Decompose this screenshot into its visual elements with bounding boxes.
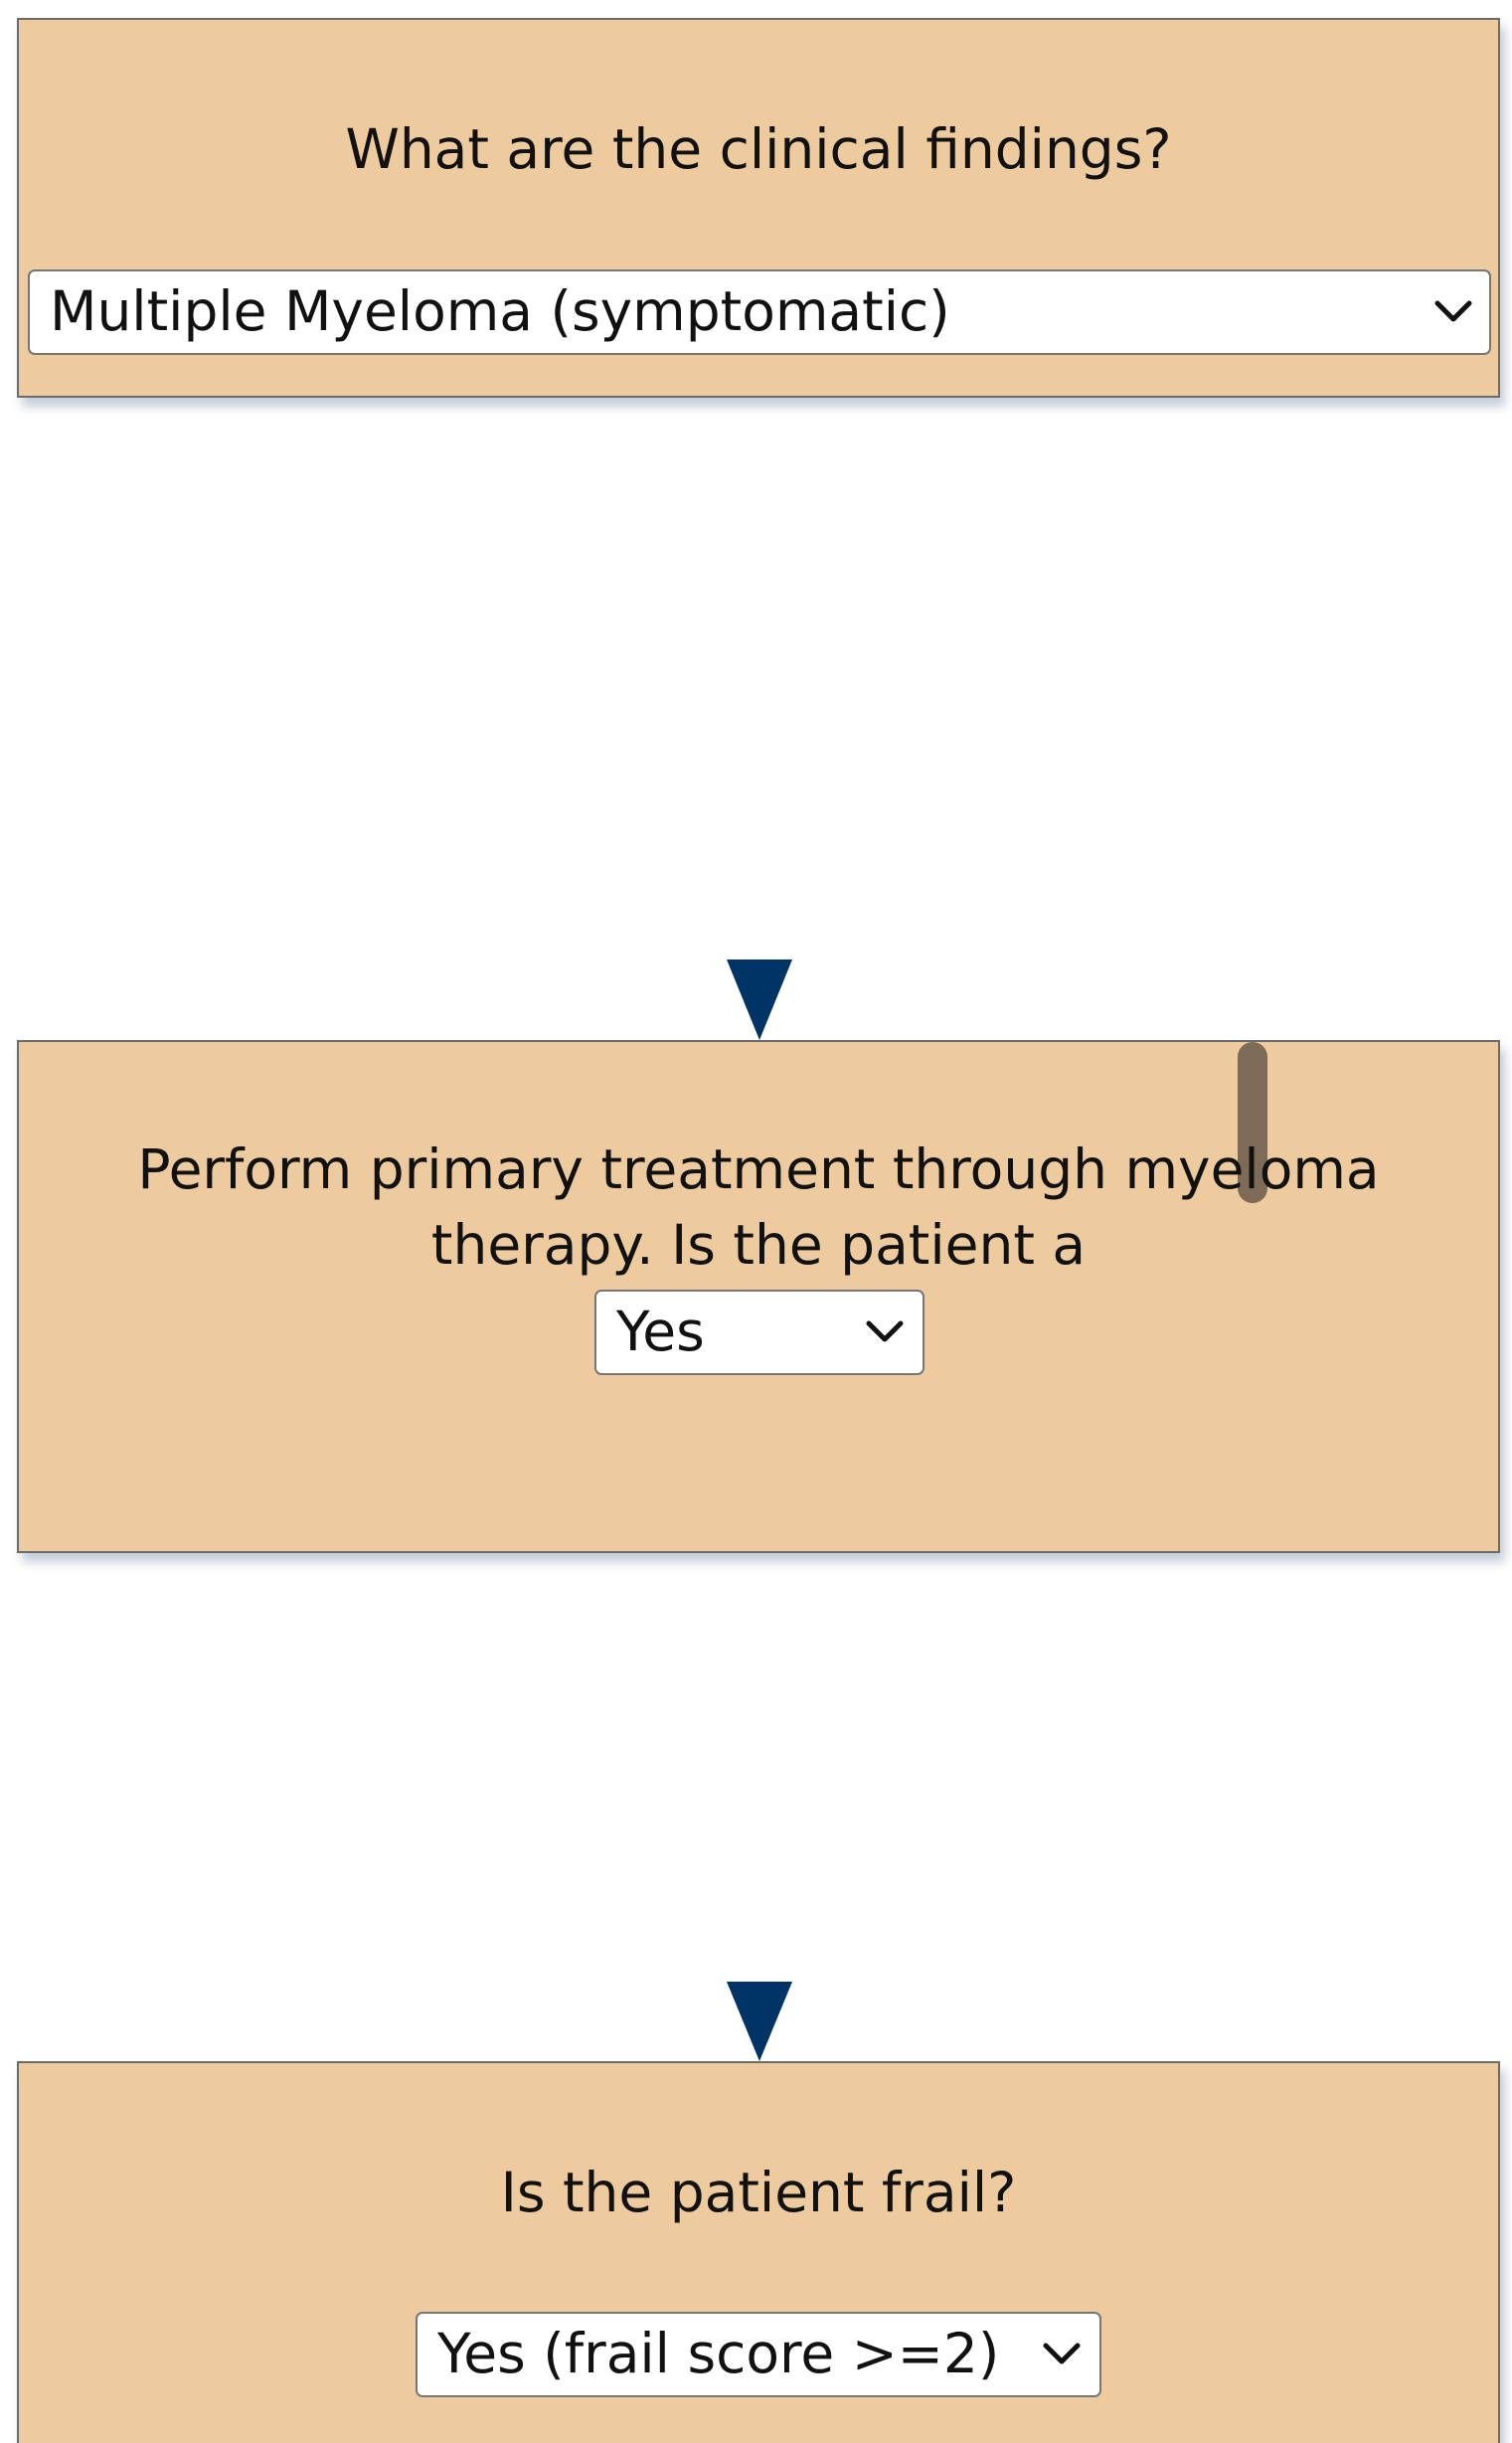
- chevron-down-icon: [866, 1320, 904, 1342]
- clinical-findings-node: What are the clinical findings? Multiple…: [17, 18, 1500, 398]
- primary-treatment-node: Perform primary treatment through myelom…: [17, 1040, 1500, 1553]
- scrollbar-thumb[interactable]: [1238, 1042, 1267, 1203]
- arrow-down-icon: [727, 1982, 792, 2061]
- frailty-question: Is the patient frail?: [500, 2161, 1017, 2224]
- primary-treatment-select[interactable]: Yes: [594, 1290, 924, 1375]
- frailty-select[interactable]: Yes (frail score >=2): [416, 2312, 1101, 2397]
- clinical-findings-select[interactable]: Multiple Myeloma (symptomatic): [28, 269, 1491, 355]
- frailty-node: Is the patient frail? Yes (frail score >…: [17, 2061, 1500, 2443]
- primary-treatment-selected-value: Yes: [616, 1300, 705, 1363]
- clinical-findings-question: What are the clinical findings?: [345, 117, 1172, 181]
- chevron-down-icon: [1043, 2343, 1081, 2364]
- frailty-selected-value: Yes (frail score >=2): [437, 2322, 1000, 2385]
- arrow-down-icon: [727, 960, 792, 1040]
- chevron-down-icon: [1434, 300, 1472, 322]
- clinical-findings-selected-value: Multiple Myeloma (symptomatic): [50, 279, 950, 343]
- primary-treatment-question: Perform primary treatment through myelom…: [137, 1137, 1380, 1277]
